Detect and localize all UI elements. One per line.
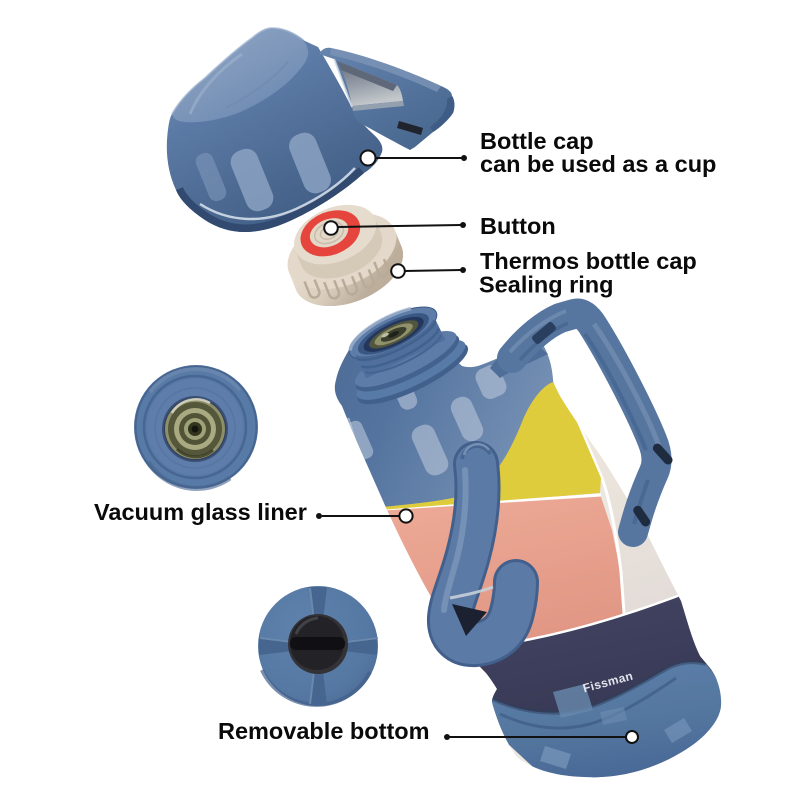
- svg-text:can be used as a cup: can be used as a cup: [480, 151, 716, 177]
- svg-text:Sealing ring: Sealing ring: [479, 272, 614, 298]
- svg-text:Button: Button: [480, 213, 556, 239]
- svg-text:Bottle cap: Bottle cap: [480, 128, 594, 154]
- svg-text:Vacuum glass liner: Vacuum glass liner: [94, 499, 307, 525]
- svg-text:Thermos bottle cap: Thermos bottle cap: [480, 248, 697, 274]
- svg-text:Removable bottom: Removable bottom: [218, 718, 430, 744]
